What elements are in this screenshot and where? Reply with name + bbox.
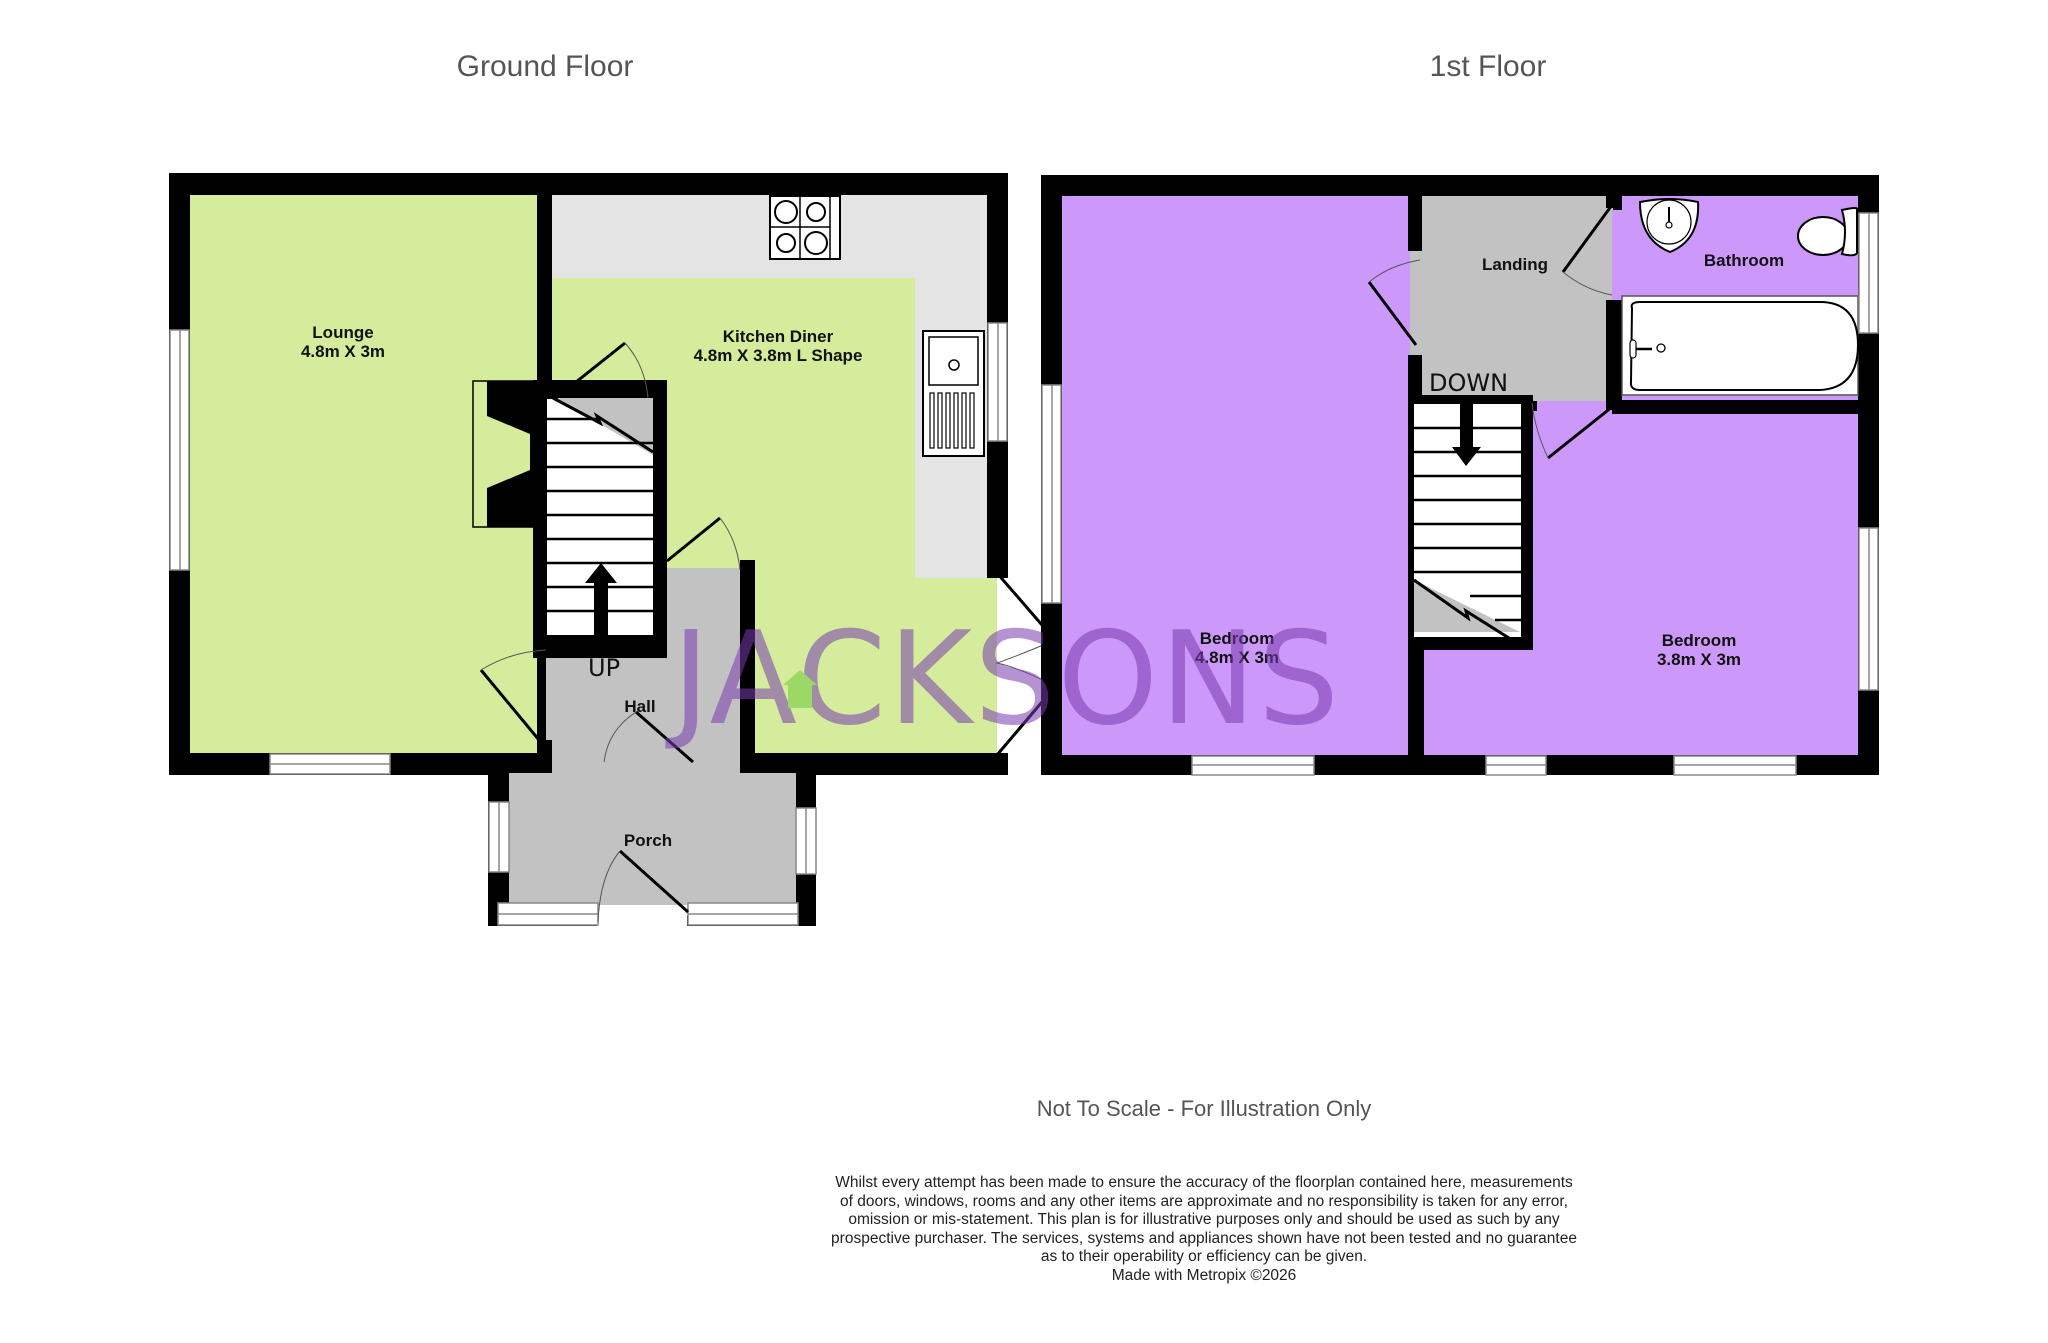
door-swing-arc bbox=[597, 850, 621, 923]
lounge-kitchen-wall bbox=[537, 195, 552, 385]
room-dim-lounge: 4.8m X 3m bbox=[301, 342, 385, 361]
landing-floor bbox=[1410, 196, 1613, 401]
porch-windows bbox=[488, 801, 817, 926]
bedroom-2-door-gap bbox=[1537, 401, 1612, 413]
room-name-bedroom-2: Bedroom bbox=[1662, 631, 1737, 650]
room-dim-bedroom-2: 3.8m X 3m bbox=[1657, 650, 1741, 669]
kitchen-door-gap bbox=[997, 578, 1008, 753]
jacksons-watermark: JACKSONS bbox=[665, 605, 1341, 754]
basin-icon bbox=[1638, 198, 1700, 254]
room-name-porch: Porch bbox=[624, 831, 672, 850]
fireplace-icon bbox=[487, 381, 547, 527]
room-name-lounge: Lounge bbox=[312, 323, 373, 342]
stair-break-line bbox=[552, 396, 654, 454]
hob-icon bbox=[769, 195, 841, 260]
bedroom-2-door[interactable] bbox=[1547, 405, 1613, 460]
porch-floor bbox=[509, 773, 796, 916]
down-arrow-icon bbox=[1460, 404, 1473, 449]
room-name-bathroom: Bathroom bbox=[1704, 251, 1784, 270]
scale-note: Not To Scale - For Illustration Only bbox=[1036, 1096, 1372, 1121]
stairs-down-label: DOWN bbox=[1429, 369, 1508, 397]
stair-landing-shade bbox=[1414, 580, 1520, 632]
bedroom-door-gap bbox=[1410, 256, 1424, 350]
stairs-up-label: UP bbox=[588, 654, 620, 682]
door-swing-arc bbox=[480, 649, 547, 671]
door-swing-arc bbox=[1562, 271, 1613, 296]
door-swing-arc bbox=[1531, 402, 1549, 459]
door-swing-arc bbox=[603, 711, 637, 763]
stair-break-line bbox=[1413, 578, 1521, 647]
credit-line: Made with Metropix ©2026 bbox=[1111, 1266, 1297, 1284]
kitchen-sink-icon bbox=[922, 330, 985, 457]
bedroom-1-floor bbox=[1062, 196, 1410, 755]
kitchen-external-door-top[interactable] bbox=[995, 572, 1044, 626]
up-arrow-icon bbox=[594, 581, 608, 635]
lounge-hall-door[interactable] bbox=[479, 669, 541, 741]
first-stair-treads bbox=[1414, 426, 1521, 622]
house-icon bbox=[783, 670, 817, 708]
bedroom-1-door[interactable] bbox=[1367, 281, 1418, 346]
door-swing-arc bbox=[995, 639, 1056, 687]
bathroom-wall-stub bbox=[1606, 196, 1622, 208]
hall-left-wall-stub bbox=[537, 740, 552, 763]
bathroom-wall bbox=[1612, 400, 1858, 414]
first-floor-plan: DOWN bbox=[1041, 175, 1879, 776]
room-dim-kitchen: 4.8m X 3.8m L Shape bbox=[694, 346, 863, 365]
room-dim-bedroom-1: 4.8m X 3m bbox=[1195, 648, 1279, 667]
ground-windows bbox=[169, 322, 1008, 775]
kitchen-floor-edge bbox=[987, 578, 997, 753]
room-name-hall: Hall bbox=[624, 697, 655, 716]
down-arrow-head-icon bbox=[1452, 447, 1481, 466]
landing-wall-top bbox=[1408, 196, 1422, 251]
first-floor-title: 1st Floor bbox=[1429, 50, 1547, 83]
ground-floor-title: Ground Floor bbox=[456, 50, 634, 83]
first-windows bbox=[1041, 212, 1879, 776]
room-labels: Lounge 4.8m X 3m Kitchen Diner 4.8m X 3.… bbox=[301, 251, 1784, 850]
bath-icon bbox=[1621, 295, 1860, 396]
disclaimer-line: Whilst every attempt has been made to en… bbox=[835, 1174, 1573, 1191]
porch-door-gap bbox=[597, 905, 687, 927]
disclaimer-line: omission or mis-statement. This plan is … bbox=[848, 1211, 1560, 1228]
bathroom-door-gap bbox=[1612, 210, 1622, 300]
up-arrow-head-icon bbox=[585, 563, 617, 583]
watermark-text: JACKSONS bbox=[665, 605, 1341, 754]
door-swing-arc bbox=[719, 517, 741, 571]
hall-porch-door[interactable] bbox=[635, 710, 694, 764]
disclaimer-line: prospective purchaser. The services, sys… bbox=[831, 1229, 1577, 1247]
room-name-kitchen: Kitchen Diner bbox=[723, 327, 834, 346]
kitchen-external-door-bottom[interactable] bbox=[995, 701, 1044, 756]
ground-floor-plan: UP bbox=[169, 173, 1056, 927]
hall-right-wall bbox=[740, 560, 755, 763]
bathroom-door[interactable] bbox=[1561, 204, 1614, 273]
toilet-icon bbox=[1797, 207, 1859, 257]
kitchen-door-upper[interactable] bbox=[555, 341, 626, 400]
hall-kitchen-door[interactable] bbox=[666, 516, 721, 563]
front-door-gap bbox=[602, 753, 692, 775]
room-name-bedroom-1: Bedroom bbox=[1200, 629, 1275, 648]
door-swing-arc bbox=[1368, 259, 1421, 283]
disclaimer-line: of doors, windows, rooms and any other i… bbox=[839, 1192, 1568, 1210]
disclaimer-line: as to their operability or efficiency ca… bbox=[1040, 1248, 1368, 1265]
door-swing-arc bbox=[624, 342, 649, 399]
room-name-landing: Landing bbox=[1482, 255, 1548, 274]
disclaimer: Whilst every attempt has been made to en… bbox=[180, 1174, 2048, 1285]
porch-front-door[interactable] bbox=[618, 849, 690, 914]
bathroom-left-wall bbox=[1606, 300, 1622, 410]
